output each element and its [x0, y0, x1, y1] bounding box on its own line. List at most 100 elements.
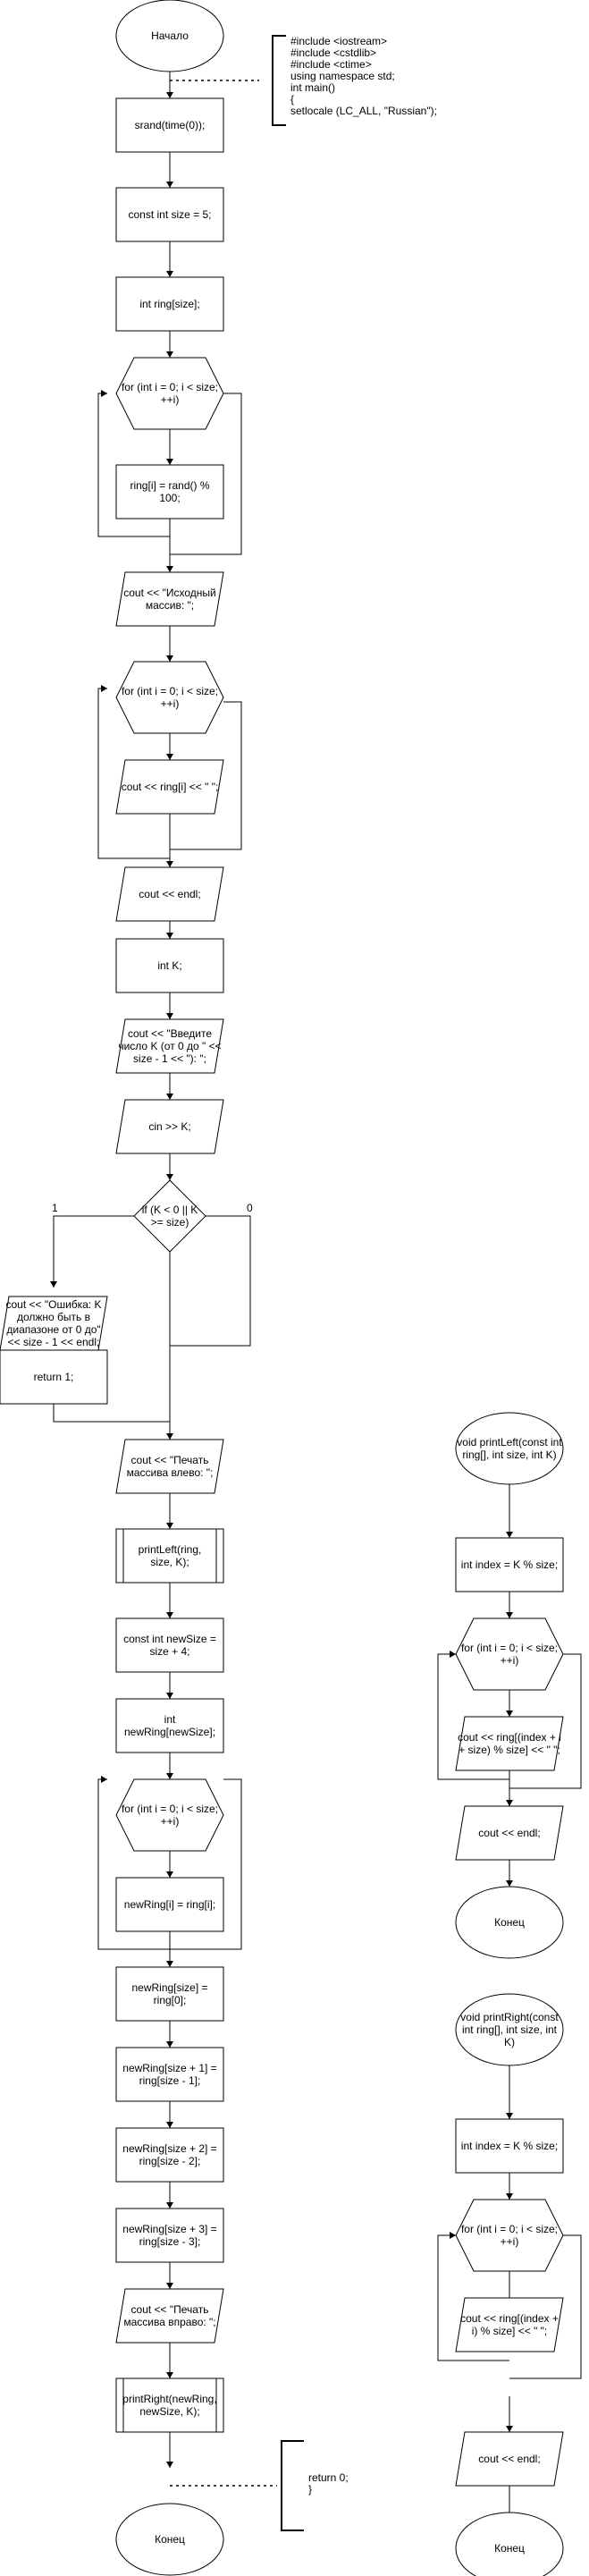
node-nr1	[115, 2047, 224, 2102]
node-pl-for-label: for (int i = 0; i < size;	[461, 1642, 558, 1654]
node-cond-k-label: >= size)	[151, 1216, 189, 1229]
arrowhead	[506, 2113, 513, 2119]
node-pl-endl	[455, 1805, 564, 1861]
node-pl-index	[455, 1537, 564, 1592]
header-annotation	[170, 35, 286, 126]
node-nr0	[115, 1966, 224, 2022]
node-call-left-label: printLeft(ring,	[139, 1543, 202, 1556]
arrowhead	[166, 2122, 173, 2128]
arrowhead	[166, 566, 173, 572]
node-new-size-label: const int newSize =	[123, 1633, 216, 1645]
arrowhead	[101, 685, 107, 692]
arrowhead	[506, 1800, 513, 1806]
node-out-ring-label: cout << ring[i] << " ";	[122, 781, 219, 793]
node-nr0-label: newRing[size] =	[131, 1981, 207, 1994]
node-start-main-label: Начало	[151, 30, 189, 42]
node-call-right-sides	[122, 2378, 217, 2432]
node-ring-decl-label: int ring[size];	[139, 298, 199, 310]
node-pl-out-label: cout << ring[(index + i	[458, 1731, 561, 1744]
arrowhead	[166, 1961, 173, 1967]
arrowhead	[166, 1094, 173, 1100]
node-rand-assign-label: ring[i] = rand() %	[130, 479, 209, 492]
arrowhead	[50, 1281, 57, 1288]
arrowhead	[506, 1532, 513, 1538]
node-const-size	[115, 187, 224, 242]
node-start-main	[115, 0, 224, 72]
header-code-line: #include <cstdlib>	[290, 46, 376, 59]
node-new-ring-label: int	[164, 1713, 176, 1726]
node-nr2	[115, 2127, 224, 2183]
node-return1	[0, 1349, 108, 1405]
node-const-size-label: const int size = 5;	[128, 208, 211, 221]
node-pr-endl	[455, 2431, 564, 2487]
arrowhead	[101, 1776, 107, 1783]
node-srand-label: srand(time(0));	[135, 119, 206, 131]
node-pl-start-label: ring[], int size, int K)	[462, 1448, 556, 1461]
node-new-ring-label: newRing[newSize];	[124, 1726, 215, 1738]
node-for1	[115, 357, 224, 430]
node-call-left-sides	[122, 1529, 217, 1583]
arrowhead	[506, 1612, 513, 1618]
node-call-right-label: printRight(newRing,	[122, 2393, 216, 2405]
node-pl-end	[455, 1886, 564, 1959]
node-cin-k	[115, 1099, 224, 1154]
node-end-main	[115, 2503, 224, 2576]
arrowhead	[166, 754, 173, 760]
node-prompt-k-label: size - 1 << "): ";	[133, 1052, 206, 1065]
node-out-ring	[115, 759, 224, 815]
node-pr-index	[455, 2118, 564, 2174]
node-pr-index-label: int index = K % size;	[461, 2140, 558, 2152]
node-out-error-label: << size - 1 << endl;	[8, 1336, 100, 1348]
node-pr-end	[455, 2512, 564, 2576]
node-for1-label: ++i)	[161, 393, 180, 406]
arrowhead	[166, 1013, 173, 1019]
node-out-left	[115, 1439, 224, 1494]
node-prompt-k-label: число K (от 0 до " <<	[118, 1040, 221, 1052]
arrowhead	[166, 2283, 173, 2289]
node-nr2-label: newRing[size + 2] =	[122, 2142, 216, 2155]
node-out-source-label: cout << "Исходный	[123, 587, 215, 599]
node-out-right-label: cout << "Печать	[131, 2303, 209, 2316]
node-pl-for	[455, 1617, 564, 1691]
arrowhead	[101, 390, 107, 397]
arrowhead	[506, 2193, 513, 2200]
node-pr-end-label: Конец	[494, 2542, 525, 2555]
node-pl-out-label: + size) % size] << " ";	[459, 1744, 560, 1756]
node-pl-start-label: void printLeft(const int	[457, 1436, 562, 1448]
arrowhead	[166, 861, 173, 867]
node-cin-k-label: cin >> K;	[148, 1120, 190, 1133]
node-out-right-label: массива вправо: ";	[123, 2316, 215, 2328]
node-rand-assign	[115, 464, 224, 519]
header-code-line: setlocale (LC_ALL, "Russian");	[290, 105, 437, 117]
node-new-size	[115, 1617, 224, 1673]
node-srand	[115, 97, 224, 153]
node-for2-label: ++i)	[161, 697, 180, 710]
node-pl-start	[455, 1412, 564, 1485]
node-pr-endl-label: cout << endl;	[478, 2453, 540, 2465]
node-pr-start-label: void printRight(const	[460, 2011, 559, 2023]
arrowhead	[450, 1651, 456, 1658]
arrowhead	[166, 2202, 173, 2209]
node-ring-decl	[115, 276, 224, 332]
node-out-source	[115, 571, 224, 627]
node-int-k	[115, 938, 224, 993]
header-code-line: int main()	[290, 81, 335, 94]
text-layer: Начало srand(time(0)); const int size = 5;…	[5, 30, 562, 2555]
arrowhead	[166, 1612, 173, 1618]
node-new-size-label: size + 4;	[149, 1645, 189, 1658]
arrowhead	[166, 351, 173, 358]
arrowhead	[166, 92, 173, 98]
footer-code-line: }	[308, 2483, 312, 2496]
arrowhead	[166, 1523, 173, 1529]
arrowhead	[166, 1433, 173, 1440]
node-rand-assign-label: 100;	[159, 492, 180, 504]
node-for3-label: ++i)	[161, 1815, 180, 1828]
node-out-source-label: массив: ";	[146, 599, 194, 612]
node-cond-k-label: if (K < 0 || K	[142, 1204, 198, 1216]
node-pr-start	[455, 1993, 564, 2066]
header-code-line: {	[290, 93, 294, 106]
arrowhead	[166, 1693, 173, 1699]
header-code-line: using namespace std;	[290, 70, 395, 82]
arrowhead	[166, 182, 173, 188]
